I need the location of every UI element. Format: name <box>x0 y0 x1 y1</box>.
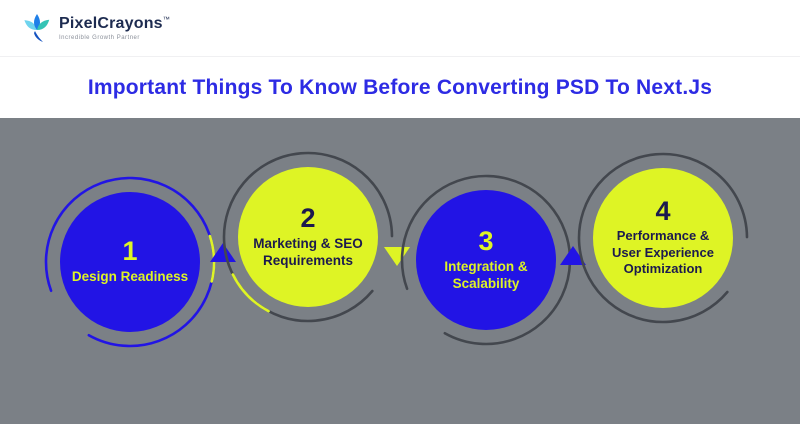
step-3-circle: 3 Integration & Scalability <box>416 190 556 330</box>
step-4-circle: 4 Performance & User Experience Optimiza… <box>593 168 733 308</box>
logo-text: PixelCrayons™ Incredible Growth Partner <box>59 15 170 42</box>
step-2-number: 2 <box>300 202 316 233</box>
step-3-number: 3 <box>478 225 494 256</box>
step-2-label: Marketing & SEO Requirements <box>253 235 363 268</box>
step-2-marketing-seo: 2 Marketing & SEO Requirements <box>220 149 396 325</box>
step-2-circle: 2 Marketing & SEO Requirements <box>238 167 378 307</box>
title-band: Important Things To Know Before Converti… <box>0 57 800 118</box>
step-1-ring <box>44 176 216 348</box>
step-4-ring <box>577 152 749 324</box>
logo-trademark: ™ <box>162 16 170 24</box>
logo-name: PixelCrayons <box>59 15 163 32</box>
step-4-label: Performance & User Experience Optimizati… <box>612 228 714 277</box>
step-4-number: 4 <box>655 196 671 227</box>
step-1-number: 1 <box>122 236 138 267</box>
header-bar: PixelCrayons™ Incredible Growth Partner <box>0 0 800 57</box>
step-1-design-readiness: 1 Design Readiness <box>42 174 218 350</box>
step-3-integration-scalability: 3 Integration & Scalability <box>398 172 574 348</box>
logo-tagline: Incredible Growth Partner <box>59 35 140 41</box>
step-4-performance-optimization: 4 Performance & User Experience Optimiza… <box>575 150 751 326</box>
step-1-circle: 1 Design Readiness <box>60 192 200 332</box>
infographic-canvas: 1 Design Readiness 2 Marketing & SEO Req… <box>0 118 800 424</box>
pixelcrayons-logo: PixelCrayons™ Incredible Growth Partner <box>22 11 170 45</box>
hummingbird-logo-icon <box>24 14 50 42</box>
step-2-ring <box>222 151 394 323</box>
step-1-label: Design Readiness <box>71 269 189 285</box>
step-3-label: Integration & Scalability <box>444 258 528 291</box>
page-title: Important Things To Know Before Converti… <box>87 75 713 99</box>
step-3-ring <box>400 174 572 346</box>
